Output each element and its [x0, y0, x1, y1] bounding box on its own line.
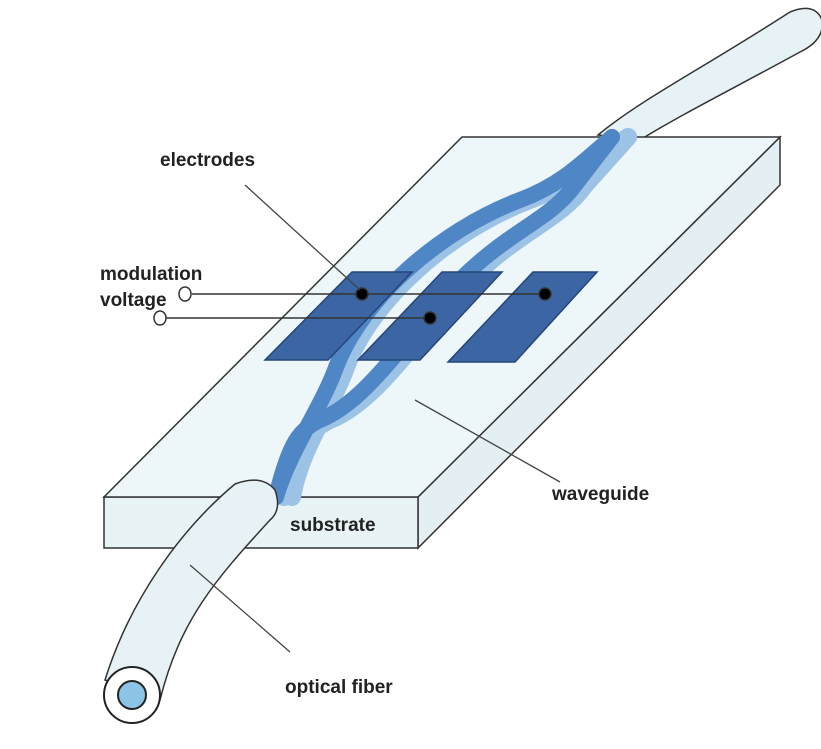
output-optical-fiber — [596, 7, 821, 141]
label-modulation: modulation — [100, 264, 202, 285]
modulation-wires — [153, 286, 552, 326]
label-waveguide: waveguide — [551, 484, 649, 505]
label-substrate: substrate — [290, 515, 376, 536]
label-electrodes: electrodes — [160, 150, 255, 171]
input-optical-fiber — [104, 479, 279, 701]
label-voltage: voltage — [100, 290, 167, 311]
label-optical-fiber: optical fiber — [285, 677, 393, 698]
contact-dot — [355, 287, 369, 301]
leader-lines — [189, 184, 561, 653]
contact-dot — [538, 287, 552, 301]
contact-dot — [423, 311, 437, 325]
fiber-core — [117, 680, 147, 710]
electrode-3 — [446, 271, 599, 363]
terminal-1 — [178, 286, 192, 302]
terminal-2 — [153, 310, 167, 326]
